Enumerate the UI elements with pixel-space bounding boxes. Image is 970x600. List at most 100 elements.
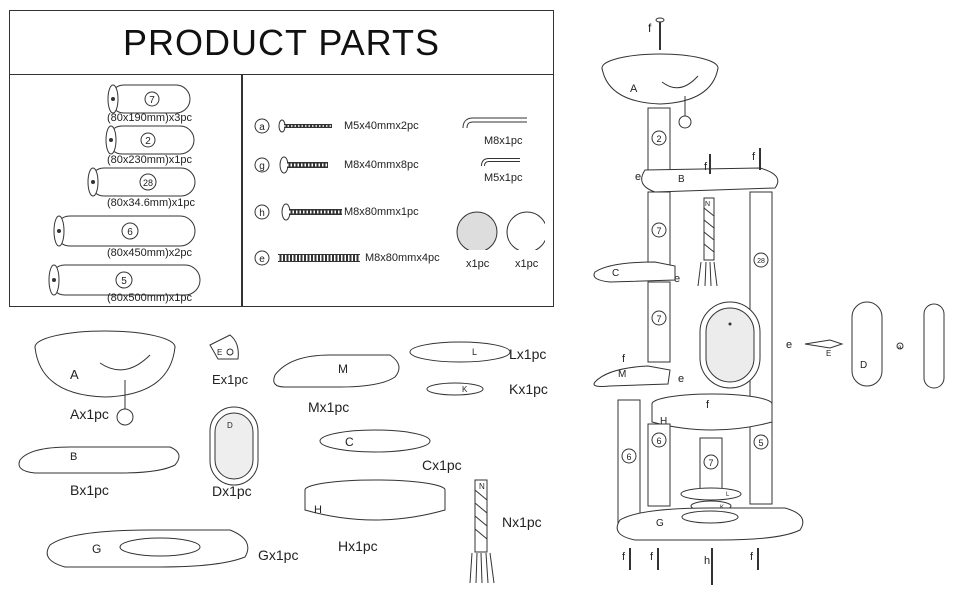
assembly-label-L: L (726, 492, 730, 498)
board-M: M (273, 354, 400, 388)
post-6-number: 6 (127, 227, 133, 238)
board-C-id: C (345, 435, 354, 449)
board-A-id: A (70, 367, 79, 382)
board-B-id: B (70, 451, 77, 463)
screw-a-id: a (259, 122, 265, 133)
post-2: 2 (105, 125, 195, 155)
board-M-id: M (338, 362, 348, 376)
screw-h-id: h (259, 208, 265, 219)
assembly-screw-f-g1: f (622, 551, 626, 563)
assembly-screw-e-4: e (678, 373, 684, 385)
assembly-screw-f-g2: f (650, 551, 654, 563)
board-D-qty: Dx1pc (212, 483, 252, 499)
assembly-bed-H: H (651, 393, 773, 431)
assembly-post-5: 5 (758, 438, 763, 448)
screw-g-size: M8x40mmx8pc (344, 159, 419, 171)
assembly-label-M: M (618, 369, 626, 380)
board-C-qty: Cx1pc (422, 457, 462, 473)
board-N: N (469, 479, 495, 584)
board-G: G (46, 529, 249, 568)
board-E: E (209, 334, 239, 360)
screw-e: e (254, 250, 360, 266)
board-M-qty: Mx1pc (308, 399, 350, 415)
assembly-post-7b: 7 (656, 314, 661, 324)
board-G-qty: Gx1pc (258, 547, 299, 563)
board-H-qty: Hx1pc (338, 538, 378, 554)
assembly-base-G: G (616, 507, 804, 541)
post-6-size: (80x450mm)x2pc (107, 247, 192, 259)
screw-g-id: g (259, 161, 265, 172)
board-L-qty: Lx1pc (509, 346, 547, 362)
post-2-size: (80x230mm)x1pc (107, 154, 192, 166)
page-title: PRODUCT PARTS (122, 21, 441, 63)
post-28: 28 (87, 167, 196, 197)
rough-pad (456, 211, 498, 250)
assembly-label-A: A (630, 83, 638, 95)
post-6: 6 (53, 215, 196, 247)
screw-e-id: e (259, 254, 265, 265)
post-28-size: (80x34.6mm)x1pc (107, 197, 196, 209)
board-E-qty: Ex1pc (212, 372, 249, 387)
board-B: B (18, 446, 180, 474)
assembly-label-C: C (612, 268, 619, 279)
assembly-screw-f-top: f (648, 21, 652, 35)
board-C: C (319, 429, 431, 453)
screw-g: g (254, 156, 328, 174)
assembly-board-C: C (593, 261, 676, 283)
board-L-id: L (472, 347, 477, 357)
rough-pad-qty: x1pc (466, 258, 490, 270)
assembly-label-D: D (860, 360, 867, 371)
assembly-screw-f-b1: f (704, 161, 708, 173)
parts-table-divider (241, 74, 243, 307)
assembly-post-2: 2 (656, 134, 661, 144)
m8-wrench-size: M8x1pc (484, 135, 523, 147)
assembly-label-N: N (705, 201, 710, 208)
assembly-screw-f-g3: f (750, 551, 754, 563)
screw-a: a (254, 118, 332, 134)
post-5-size: (80x500mm)x1pc (107, 292, 192, 304)
boards-drawing: A E M L K B D C H (18, 330, 511, 584)
post-5: 5 (48, 264, 201, 296)
post-5-number: 5 (121, 276, 127, 287)
post-28-number: 28 (143, 178, 153, 188)
board-K-id: K (462, 385, 468, 394)
m8-wrench (462, 117, 527, 129)
assembly-post-28: 28 (757, 258, 765, 265)
board-H-id: H (314, 504, 322, 516)
post-7: 7 (107, 84, 191, 114)
board-N-id: N (479, 482, 485, 491)
smooth-pad-qty: x1pc (515, 258, 539, 270)
board-B-qty: Bx1pc (70, 482, 109, 498)
board-D-id: D (227, 421, 233, 430)
post-7-number: 7 (149, 95, 155, 106)
assembly-label-B: B (678, 174, 685, 185)
screw-a-size: M5x40mmx2pc (344, 120, 419, 132)
assembly-drawing: f A 2 B f f e 7 28 N C e 7 (593, 17, 945, 585)
assembly-sisal-N: N (697, 197, 718, 287)
assembly-screw-e-2: e (674, 273, 680, 285)
assembly-post-7c: 7 (708, 458, 713, 468)
post-7-size: (80x190mm)x3pc (107, 112, 192, 124)
board-K-qty: Kx1pc (509, 381, 548, 397)
assembly-post-6b: 6 (656, 436, 661, 446)
assembly-post-7a: 7 (656, 226, 661, 236)
board-D: D (209, 406, 259, 486)
board-A-qty: Ax1pc (70, 406, 109, 422)
assembly-board-B: B (641, 167, 779, 193)
board-H: H (304, 479, 446, 521)
board-N-qty: Nx1pc (502, 514, 542, 530)
m5-wrench (481, 158, 520, 167)
assembly-screw-f-h: f (706, 399, 710, 411)
title-box: PRODUCT PARTS (9, 10, 554, 75)
post-2-number: 2 (145, 136, 151, 147)
assembly-screw-h-g: h (704, 555, 710, 567)
m5-wrench-size: M5x1pc (484, 172, 523, 184)
assembly-screw-e-3: e (786, 339, 792, 351)
board-E-id: E (217, 348, 222, 357)
assembly-label-E: E (826, 349, 831, 358)
assembly-label-G: G (656, 518, 664, 529)
posts-drawing: 7 2 28 6 5 (48, 84, 201, 296)
assembly-board-D-oval (699, 301, 761, 389)
assembly-disc-L: L (680, 487, 742, 501)
board-G-id: G (92, 542, 101, 556)
